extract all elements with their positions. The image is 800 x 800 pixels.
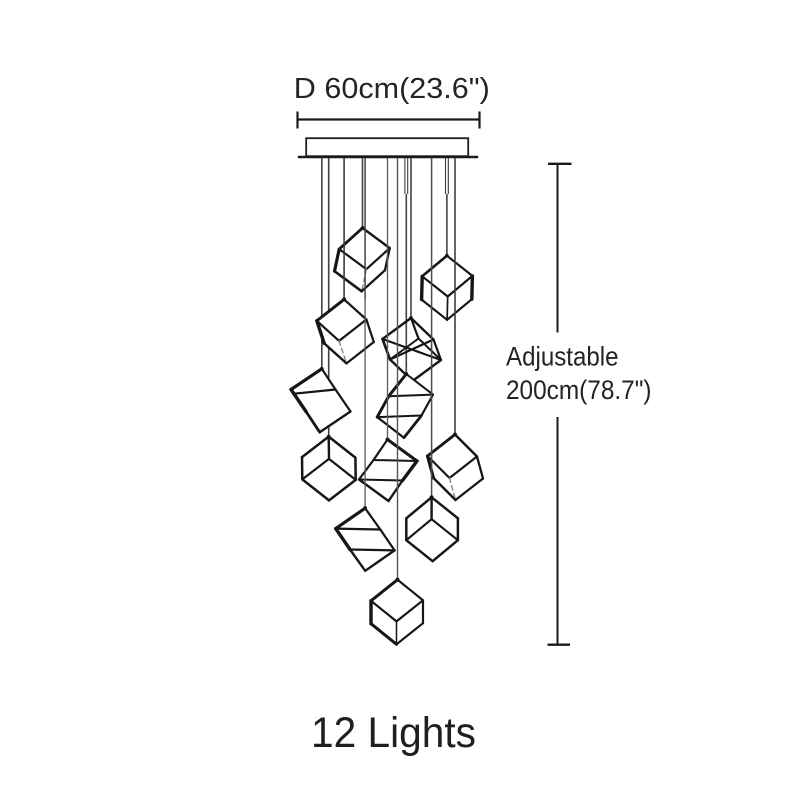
svg-text:D 60cm(23.6"): D 60cm(23.6")	[294, 73, 490, 105]
svg-text:Adjustable: Adjustable	[506, 342, 619, 372]
svg-text:12 Lights: 12 Lights	[311, 709, 476, 757]
svg-text:200cm(78.7"): 200cm(78.7")	[506, 375, 652, 405]
